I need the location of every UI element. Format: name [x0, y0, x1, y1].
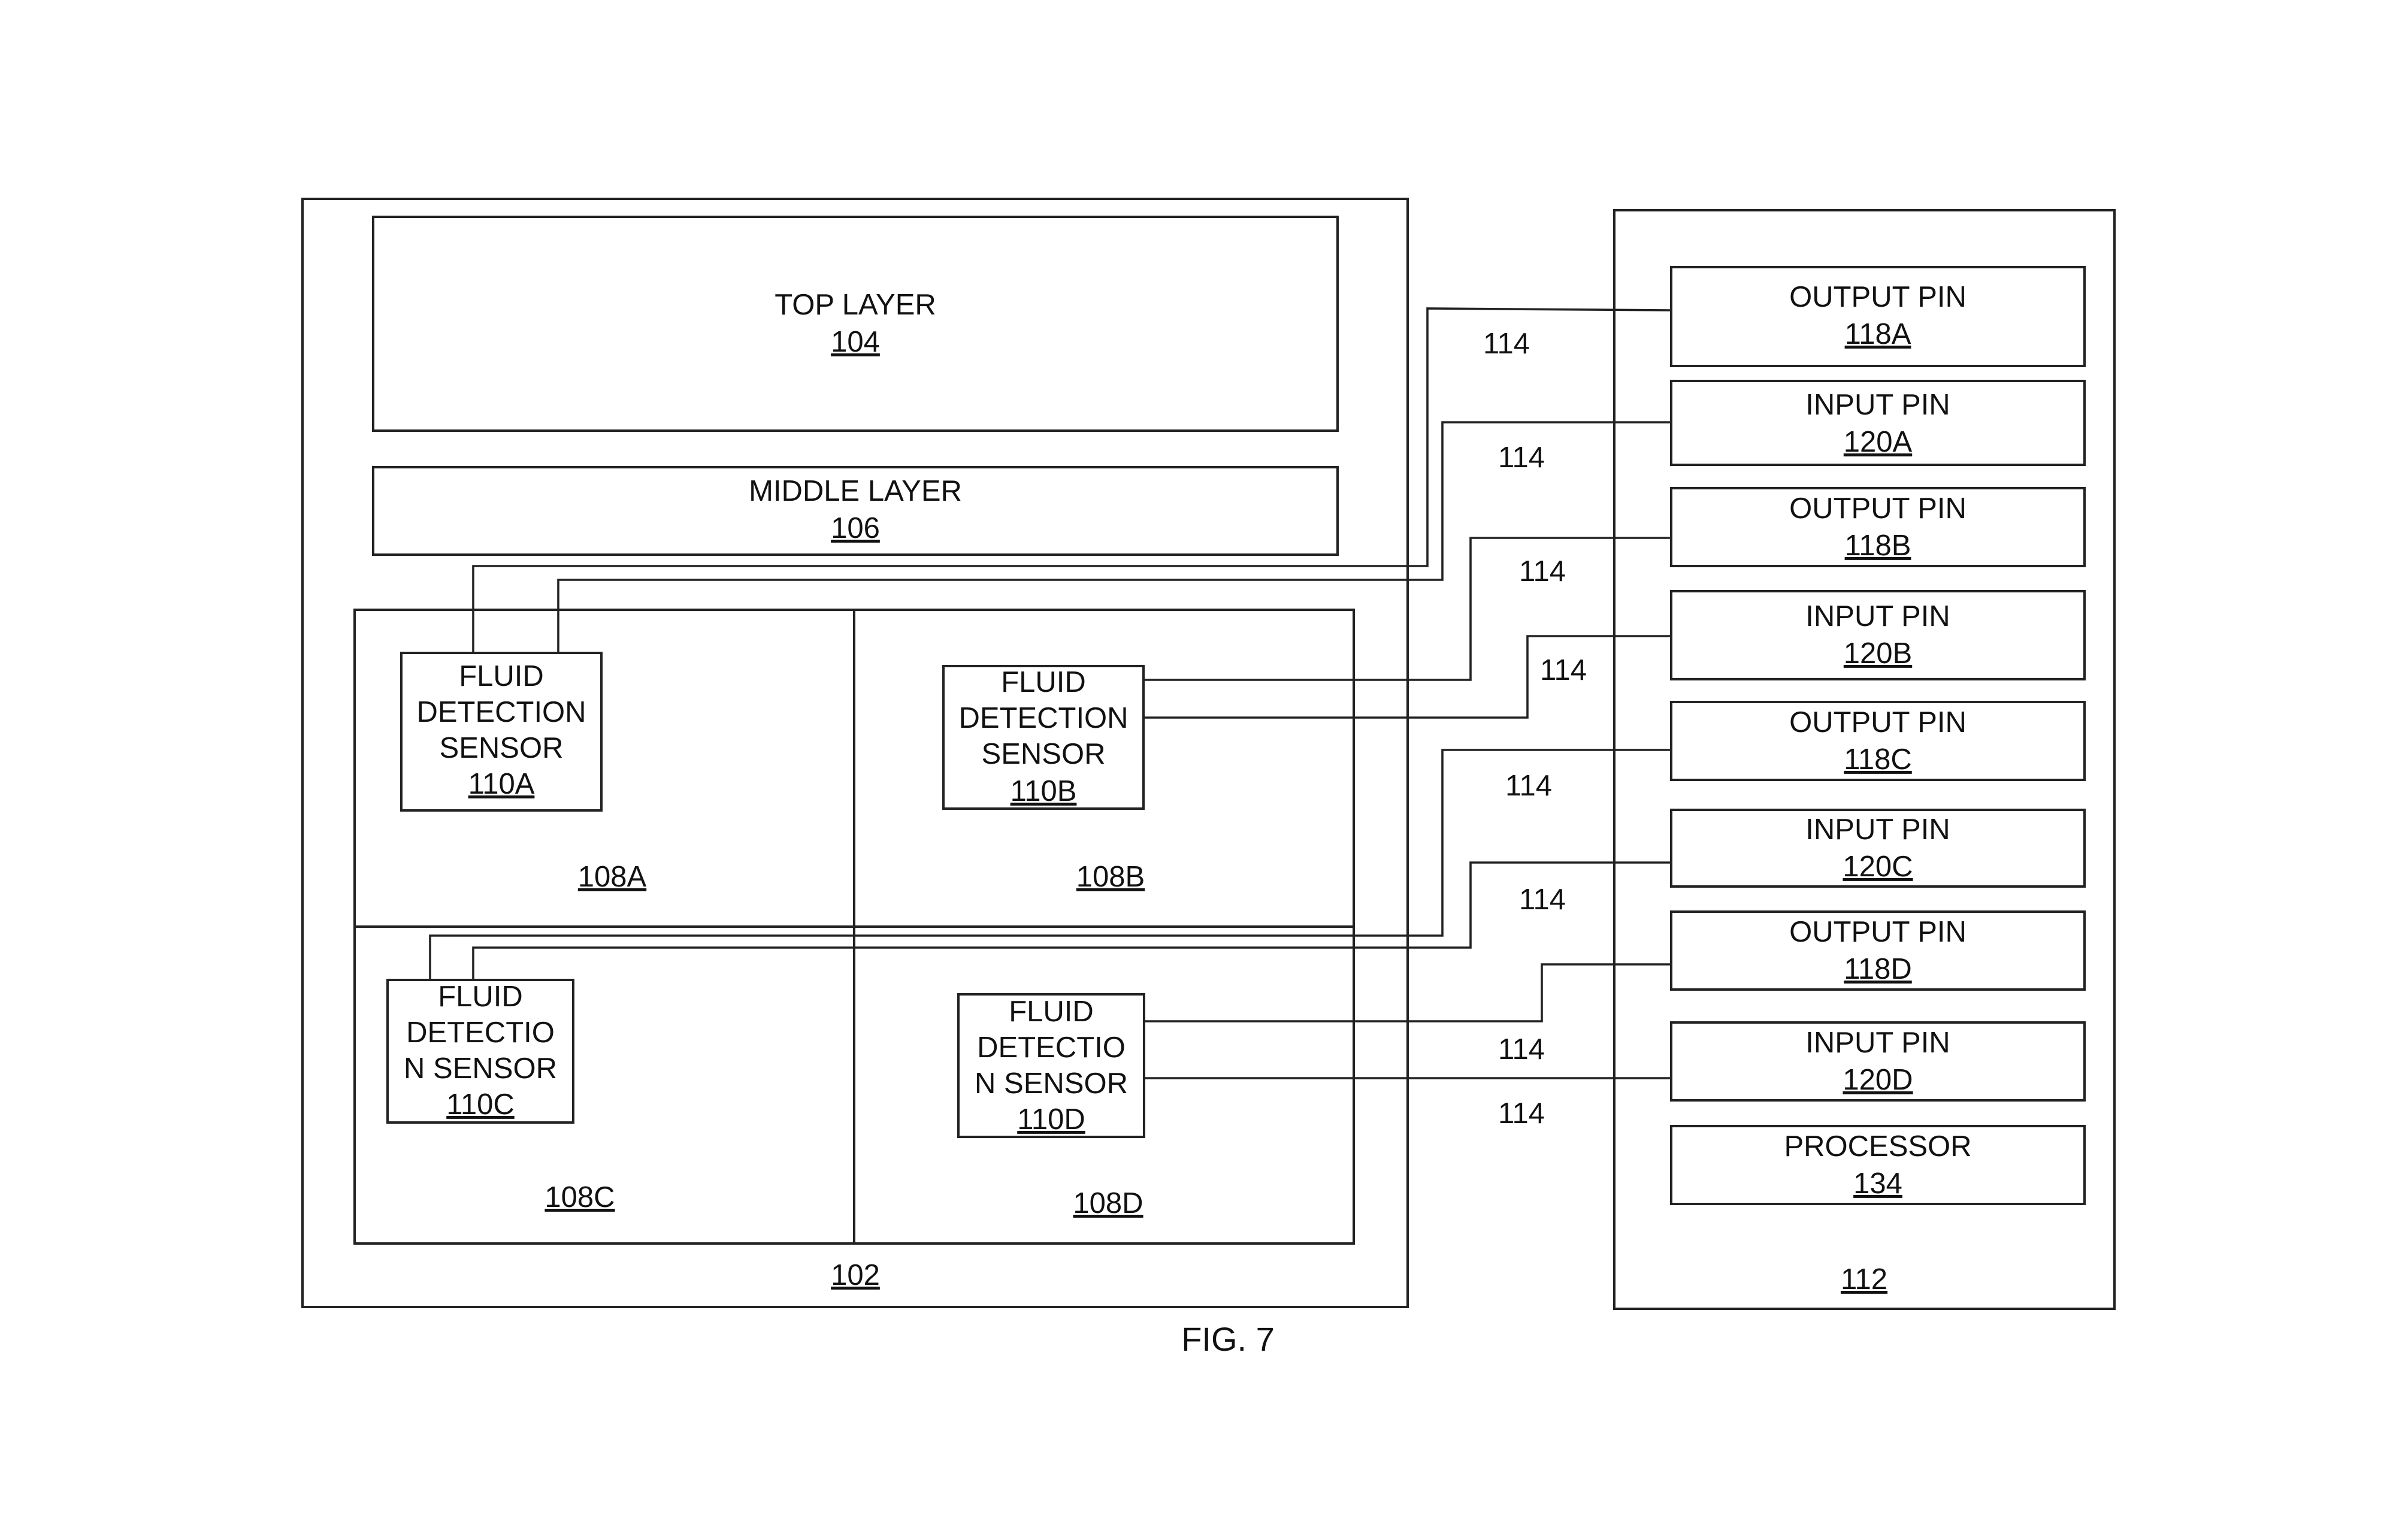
wire-label-1: 114 — [1483, 328, 1530, 360]
processor-134: PROCESSOR 134 — [1670, 1125, 2086, 1205]
pin-118a-ref: 118A — [1845, 318, 1911, 350]
top-layer-ref: 104 — [831, 326, 880, 358]
wire-label-4: 114 — [1540, 654, 1587, 686]
sensor-110c-line-1: FLUID — [438, 981, 523, 1013]
zone-108a-ref: 108A — [578, 861, 647, 893]
zone-108d-ref: 108D — [1073, 1187, 1143, 1220]
sensor-110a-line-3: SENSOR — [440, 732, 564, 764]
wire-label-6: 114 — [1519, 884, 1566, 916]
device-outline — [301, 198, 1409, 1308]
processor-ref: 134 — [1853, 1167, 1902, 1200]
pin-120a: INPUT PIN 120A — [1670, 380, 2086, 466]
pin-120c: INPUT PIN 120C — [1670, 809, 2086, 888]
pin-120d-box — [1670, 1021, 2086, 1102]
pin-120d: INPUT PIN 120D — [1670, 1021, 2086, 1102]
wire-label-3: 114 — [1519, 555, 1566, 588]
pin-120d-ref: 120D — [1843, 1064, 1913, 1096]
zone-grid: 108A 108B 108C 108D — [353, 609, 1355, 1245]
pin-118c: OUTPUT PIN 118C — [1670, 701, 2086, 781]
pin-120c-label: INPUT PIN — [1805, 813, 1950, 846]
wire-110b-to-120b — [1143, 635, 1671, 719]
sensor-110b-line-2: DETECTION — [958, 702, 1128, 734]
middle-layer-ref: 106 — [831, 512, 880, 544]
sensor-110a: FLUID DETECTION SENSOR 110A — [400, 652, 603, 812]
pin-120a-ref: 120A — [1844, 426, 1913, 458]
top-layer-box — [372, 216, 1339, 432]
middle-layer: MIDDLE LAYER 106 — [372, 466, 1339, 556]
pin-118c-ref: 118C — [1844, 743, 1912, 776]
pin-120a-label: INPUT PIN — [1805, 389, 1950, 421]
zone-108b-ref: 108B — [1076, 861, 1145, 893]
sensor-110c-ref: 110C — [446, 1088, 515, 1121]
wire-110c-to-120c — [472, 861, 1671, 980]
pin-118b-box — [1670, 487, 2086, 567]
sensor-110a-ref: 110A — [468, 768, 535, 800]
wire-label-7: 114 — [1498, 1033, 1545, 1066]
pin-118d-ref: 118D — [1844, 953, 1912, 985]
pin-118d-box — [1670, 910, 2086, 991]
wire-label-5: 114 — [1505, 770, 1552, 802]
wire-110b-to-118b — [1143, 537, 1671, 681]
pin-118c-box — [1670, 701, 2086, 781]
wire-110d-to-118d — [1144, 963, 1671, 1022]
sensor-110c-line-2: DETECTIO — [406, 1016, 555, 1049]
middle-layer-label: MIDDLE LAYER — [749, 475, 962, 507]
pin-118a-label: OUTPUT PIN — [1789, 281, 1967, 313]
pin-120c-ref: 120C — [1843, 851, 1913, 883]
top-layer-label: TOP LAYER — [775, 289, 936, 321]
sensor-110a-line-1: FLUID — [459, 660, 544, 692]
controller-112: OUTPUT PIN 118A INPUT PIN 120A OUTPUT PI… — [1613, 209, 2116, 1310]
wire-label-8: 114 — [1498, 1097, 1545, 1130]
sensor-110b-ref: 110B — [1011, 775, 1077, 807]
sensor-110c: FLUID DETECTIO N SENSOR 110C — [386, 979, 574, 1124]
pin-120b: INPUT PIN 120B — [1670, 590, 2086, 680]
pin-120b-label: INPUT PIN — [1805, 600, 1950, 633]
sensor-110d-box — [957, 993, 1145, 1138]
sensor-110c-box — [386, 979, 574, 1124]
wire-110a-to-118a — [472, 307, 1672, 653]
sensor-110d: FLUID DETECTIO N SENSOR 110D — [957, 993, 1145, 1138]
sensor-110d-line-2: DETECTIO — [977, 1031, 1126, 1064]
pin-118d: OUTPUT PIN 118D — [1670, 910, 2086, 991]
sensor-110b: FLUID DETECTION SENSOR 110B — [942, 665, 1145, 810]
wire-110c-to-118c — [429, 749, 1671, 980]
processor-box — [1670, 1125, 2086, 1205]
controller-ref: 112 — [1841, 1263, 1887, 1296]
pin-118b-ref: 118B — [1845, 530, 1911, 562]
pin-118c-label: OUTPUT PIN — [1789, 706, 1967, 739]
wire-label-2: 114 — [1498, 441, 1545, 474]
pin-118d-label: OUTPUT PIN — [1789, 916, 1967, 948]
zone-108c-ref: 108C — [544, 1181, 615, 1214]
pin-120c-box — [1670, 809, 2086, 888]
sensor-110b-line-1: FLUID — [1001, 666, 1086, 698]
wires-114: 114 114 114 114 114 114 114 114 — [429, 307, 1672, 1130]
figure-caption: FIG. 7 — [1181, 1320, 1275, 1358]
pin-118a-box — [1670, 266, 2086, 367]
wire-110a-to-120a — [557, 421, 1671, 653]
sensor-110d-line-1: FLUID — [1009, 996, 1094, 1028]
controller-outline — [1613, 209, 2116, 1310]
pin-118b-label: OUTPUT PIN — [1789, 492, 1967, 525]
sensor-110b-box — [942, 665, 1145, 810]
processor-label: PROCESSOR — [1784, 1130, 1971, 1163]
pin-118b: OUTPUT PIN 118B — [1670, 487, 2086, 567]
top-layer: TOP LAYER 104 — [372, 216, 1339, 432]
sensor-110d-ref: 110D — [1017, 1103, 1085, 1136]
device-102: TOP LAYER 104 MIDDLE LAYER 106 108A 108B… — [301, 198, 1409, 1308]
sensor-110c-line-3: N SENSOR — [404, 1052, 557, 1085]
sensor-110a-line-2: DETECTION — [416, 696, 586, 728]
sensor-110a-box — [400, 652, 603, 812]
middle-layer-box — [372, 466, 1339, 556]
sensor-110d-line-3: N SENSOR — [975, 1067, 1128, 1100]
pin-120d-label: INPUT PIN — [1805, 1027, 1950, 1059]
sensor-110b-line-3: SENSOR — [982, 738, 1106, 770]
pin-118a: OUTPUT PIN 118A — [1670, 266, 2086, 367]
device-ref: 102 — [831, 1259, 880, 1291]
pin-120b-ref: 120B — [1844, 637, 1912, 670]
